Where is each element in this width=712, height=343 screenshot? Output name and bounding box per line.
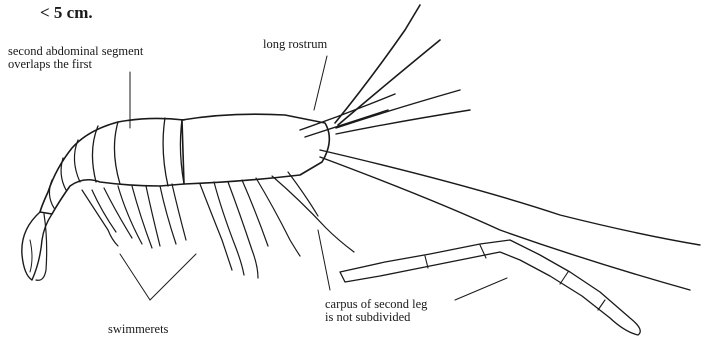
rostrum (300, 94, 395, 137)
swimmerets (82, 184, 186, 248)
leader-swimmerets-1 (120, 254, 150, 300)
size-note: < 5 cm. (40, 4, 93, 22)
leader-rostrum (314, 56, 327, 110)
label-second-abdominal-segment: second abdominal segment overlaps the fi… (8, 45, 143, 71)
leader-carpus-2 (455, 278, 507, 300)
leader-carpus (318, 230, 330, 290)
segment-4 (74, 140, 80, 182)
label-carpus-second-leg: carpus of second leg is not subdivided (325, 298, 427, 324)
label-long-rostrum: long rostrum (263, 38, 327, 51)
label-swimmerets: swimmerets (108, 323, 168, 336)
segment-2 (163, 118, 168, 186)
carapace (182, 114, 329, 184)
antenna-right-2 (320, 157, 690, 290)
walking-legs (200, 172, 354, 278)
segment-3 (92, 126, 98, 182)
antenna-right-1 (320, 150, 700, 245)
tail-fan (22, 212, 52, 280)
segment-2b (114, 122, 120, 184)
segment-5 (61, 158, 66, 190)
leader-swimmerets-2 (150, 254, 196, 300)
